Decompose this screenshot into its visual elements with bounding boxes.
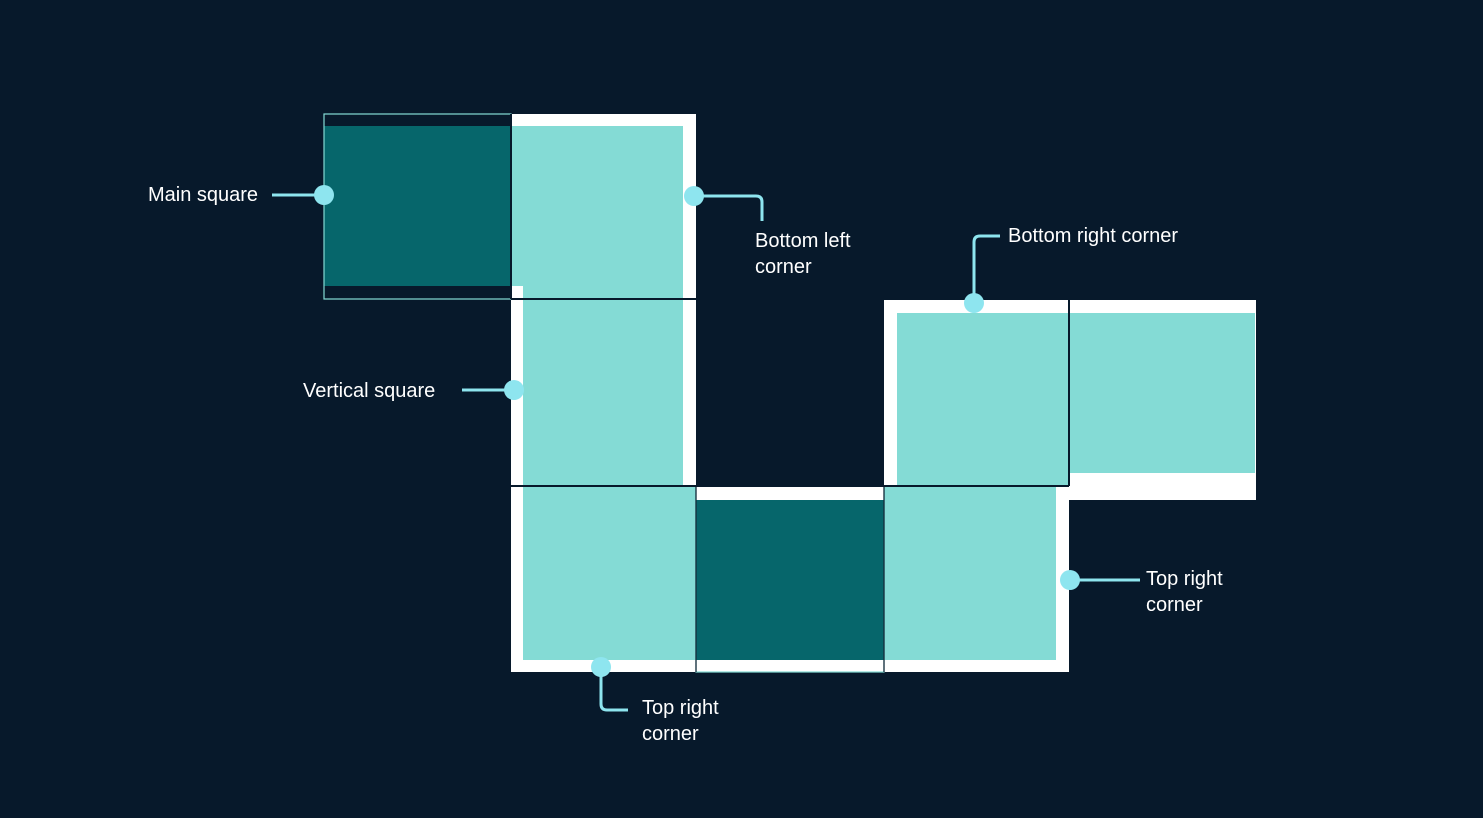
tile-top-right-corner-right — [884, 486, 1056, 660]
label-bottom-left-corner: Bottom left corner — [755, 230, 851, 278]
connector-main-square — [272, 185, 334, 205]
tile-top-right-corner-bottom — [523, 486, 696, 660]
tile-bottom-right-corner — [897, 313, 1069, 486]
connector-vertical-square — [462, 380, 524, 400]
tile-notch — [1056, 473, 1070, 486]
label-vertical-square: Vertical square — [303, 380, 436, 402]
connector-bottom-right-corner — [964, 234, 1000, 313]
label-main-square: Main square — [148, 184, 259, 206]
connector-top-right-corner-bottom — [591, 657, 628, 712]
center-dark-square — [696, 500, 884, 660]
main-square — [324, 126, 511, 286]
label-top-right-corner-bottom: Top right corner — [642, 697, 719, 745]
label-top-right-corner-right: Top right corner — [1146, 568, 1223, 616]
tile-vertical-square — [523, 286, 683, 486]
label-bottom-right-corner: Bottom right corner — [1008, 225, 1179, 247]
connector-bottom-left-corner — [684, 186, 764, 221]
connector-top-right-corner-right — [1060, 570, 1140, 590]
tile-far-right — [1070, 313, 1255, 473]
tile-bottom-left-corner — [511, 126, 683, 286]
